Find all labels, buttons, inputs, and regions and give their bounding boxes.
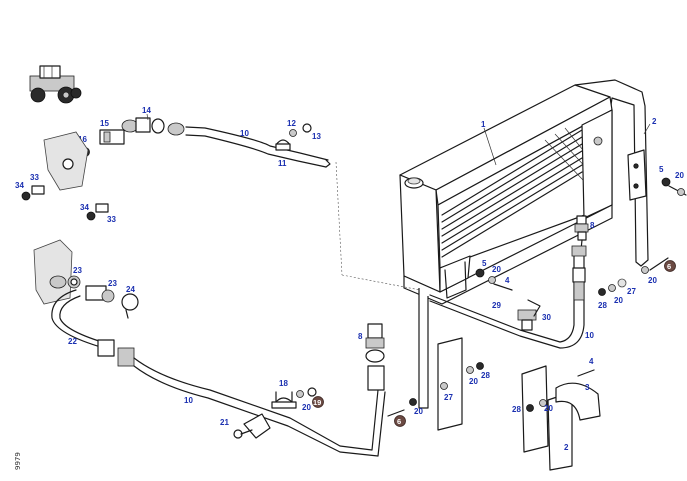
callout-14: 14 <box>142 106 151 115</box>
nut-34-a <box>21 191 31 201</box>
callout-27-lower: 27 <box>444 393 453 402</box>
callout-30: 30 <box>542 313 551 322</box>
callout-20-lower-b: 20 <box>469 377 478 386</box>
washer-20-lower-b <box>466 366 474 374</box>
washer-5-mid <box>475 268 485 278</box>
callout-20-right: 20 <box>675 171 684 180</box>
bolt-33-b <box>95 203 109 213</box>
callout-20-right-a: 20 <box>614 296 623 305</box>
callout-23-a: 23 <box>73 266 82 275</box>
badge-19 <box>312 396 324 408</box>
hose-10-right <box>429 245 587 349</box>
callout-19: 19 <box>313 398 321 407</box>
bolt-13 <box>302 123 312 133</box>
callout-12: 12 <box>287 119 296 128</box>
bolt-24 <box>121 293 139 319</box>
callout-24: 24 <box>126 285 135 294</box>
callout-33-a: 33 <box>30 173 39 182</box>
nut-34-b <box>86 211 96 221</box>
fitting-23-a <box>67 275 81 289</box>
bolt-33-a <box>31 185 45 195</box>
callout-18: 18 <box>279 379 288 388</box>
washer-20-right <box>677 188 685 196</box>
bracket-lower-left <box>33 239 73 305</box>
tractor-icon <box>29 65 82 104</box>
callout-20-lower: 20 <box>302 403 311 412</box>
callout-10-upper: 10 <box>240 129 249 138</box>
bracket-21 <box>233 413 271 439</box>
washer-20-lower <box>296 390 304 398</box>
hose-10-upper <box>185 126 343 276</box>
callout-27-right: 27 <box>627 287 636 296</box>
hose-22 <box>51 289 135 367</box>
bolt-19 <box>307 387 317 397</box>
callout-20-lower-mid: 20 <box>414 407 423 416</box>
callout-16: 16 <box>78 135 87 144</box>
valve-30 <box>517 299 541 331</box>
washer-12 <box>289 129 297 137</box>
clamp-11 <box>275 139 291 151</box>
callout-23-b: 23 <box>108 279 117 288</box>
washer-20-right-b <box>641 266 649 274</box>
callout-11: 11 <box>278 159 287 168</box>
callout-15: 15 <box>100 119 109 128</box>
fitting-8-lower <box>365 323 385 363</box>
bracket-upper-left <box>43 131 89 191</box>
washer-20-right-a <box>608 284 616 292</box>
callout-4-mid: 4 <box>505 276 510 285</box>
washer-20-lower-mid <box>409 398 417 406</box>
washer-28-lower <box>476 362 484 370</box>
hose-10-lower <box>133 357 386 457</box>
fitting-15 <box>99 129 125 145</box>
callout-28-right: 28 <box>598 301 607 310</box>
callout-20-right-b: 20 <box>648 276 657 285</box>
badge-6-right <box>664 260 676 272</box>
callout-20-mid: 20 <box>492 265 501 274</box>
fitting-23-b <box>85 285 115 303</box>
callout-10-right: 10 <box>585 331 594 340</box>
washer-27-right <box>617 278 627 288</box>
callout-8-lower: 8 <box>358 332 363 341</box>
callout-2-lower: 2 <box>564 443 569 452</box>
callout-28-lower-right: 28 <box>512 405 521 414</box>
callout-2: 2 <box>652 117 657 126</box>
washer-20-mid <box>488 276 496 284</box>
callout-34-b: 34 <box>80 203 89 212</box>
callout-13: 13 <box>312 132 321 141</box>
callout-29: 29 <box>492 301 501 310</box>
callout-22: 22 <box>68 337 77 346</box>
cooler-fins <box>441 127 597 258</box>
washer-28-right <box>598 288 606 296</box>
bracket-27-lower <box>437 337 463 431</box>
badge-6-lower <box>394 415 406 427</box>
callout-34-a: 34 <box>15 181 24 190</box>
clamp-18 <box>271 391 297 409</box>
callout-28-lower: 28 <box>481 371 490 380</box>
oil-cooler-assembly <box>399 79 649 409</box>
bracket-2-lower <box>521 365 601 471</box>
callout-5-mid: 5 <box>482 259 487 268</box>
washer-20-lower-right <box>539 399 547 407</box>
washer-28-lower-right <box>526 404 534 412</box>
callout-21: 21 <box>220 418 229 427</box>
fitting-14 <box>121 117 185 136</box>
callout-33-b: 33 <box>107 215 116 224</box>
callout-6-right: 6 <box>667 262 671 271</box>
callout-8-top: 8 <box>590 221 595 230</box>
callout-1: 1 <box>481 120 486 129</box>
callout-4-lower: 4 <box>589 357 594 366</box>
callout-20-lower-right: 20 <box>544 404 553 413</box>
callout-3: 3 <box>585 383 590 392</box>
fitting-8-top <box>574 215 589 251</box>
callout-5-right: 5 <box>659 165 664 174</box>
callout-6-lower: 6 <box>397 417 401 426</box>
callout-10-lower: 10 <box>184 396 193 405</box>
figure-reference: 9979 <box>14 452 22 470</box>
